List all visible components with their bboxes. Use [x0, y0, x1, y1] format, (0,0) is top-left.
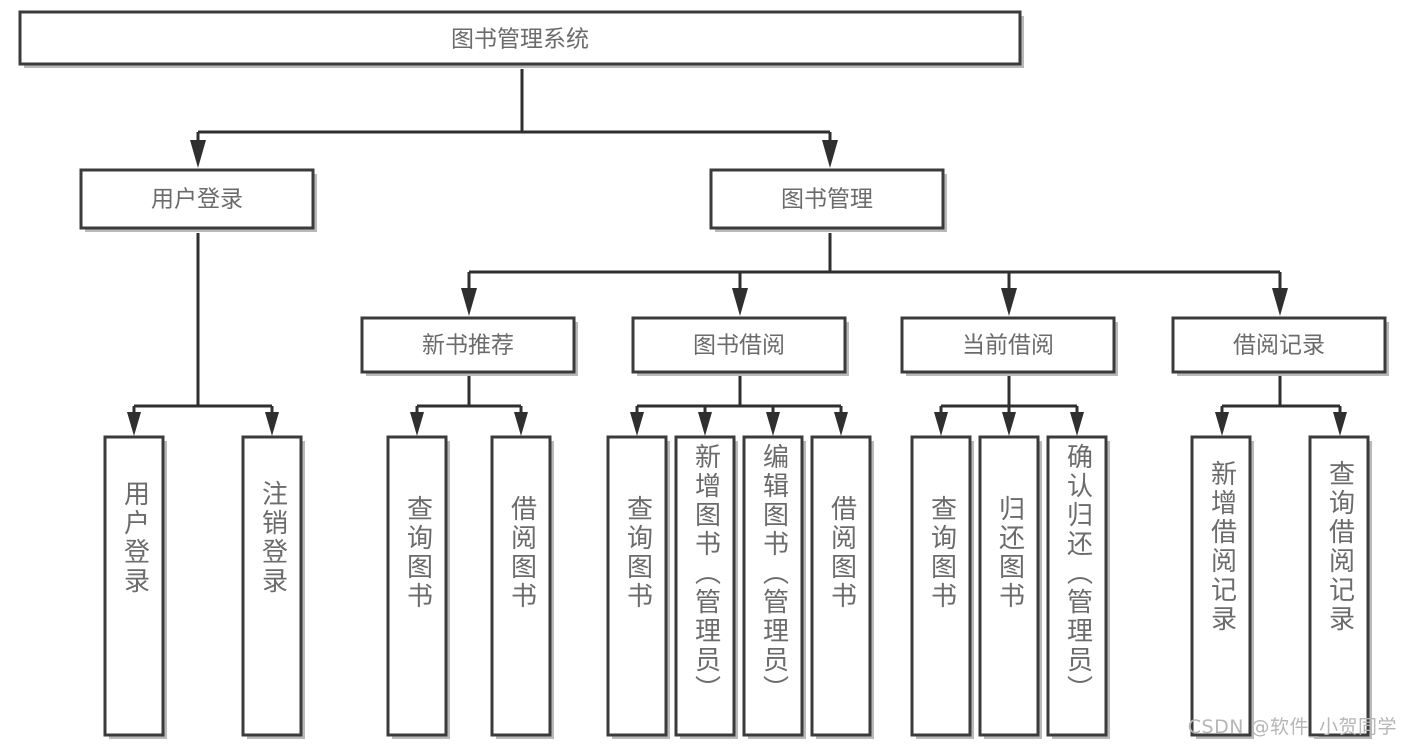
arrowhead-to-book-manage — [822, 140, 838, 168]
root-node-box[interactable] — [18, 10, 1022, 66]
csdn-watermark: CSDN @软件_小贺同学 — [1187, 716, 1397, 738]
leaf-box-current-borrow-3[interactable] — [1046, 435, 1108, 737]
node-label-book-manage: 图书管理 — [781, 187, 873, 213]
arrowhead-leaf-ul-2 — [265, 412, 279, 436]
node-box-new-book[interactable] — [360, 316, 576, 374]
connector-group-user-login — [127, 233, 279, 436]
arrowhead-leaf-cb-2 — [1002, 412, 1016, 436]
leaf-box-borrow-records-2[interactable] — [1308, 435, 1370, 737]
arrowhead-leaf-bb-3 — [766, 412, 780, 436]
node-box-user-login[interactable] — [79, 168, 315, 230]
node-label-user-login: 用户登录 — [151, 187, 243, 213]
leaf-box-book-borrow-1[interactable] — [606, 435, 668, 737]
arrowhead-to-borrow-records — [1272, 288, 1288, 316]
node-label-book-borrow: 图书借阅 — [693, 333, 785, 359]
arrowhead-leaf-nb-1 — [410, 412, 424, 436]
root-node-label: 图书管理系统 — [451, 27, 589, 53]
arrowhead-to-new-book — [461, 288, 477, 316]
arrowhead-leaf-ul-1 — [127, 412, 141, 436]
arrowhead-leaf-cb-1 — [934, 412, 948, 436]
leaf-box-user-login-2[interactable] — [241, 435, 303, 737]
connector-group-current-borrow — [934, 376, 1084, 436]
leaf-box-current-borrow-1[interactable] — [910, 435, 972, 737]
leaf-box-current-borrow-2[interactable] — [978, 435, 1040, 737]
arrowhead-leaf-cb-3 — [1070, 412, 1084, 436]
node-label-current-borrow: 当前借阅 — [962, 333, 1054, 359]
leaf-box-book-borrow-2[interactable] — [674, 435, 736, 737]
node-box-borrow-records[interactable] — [1171, 316, 1387, 374]
node-box-current-borrow[interactable] — [900, 316, 1116, 374]
connector-group-book-borrow — [630, 376, 848, 436]
arrowhead-to-current-borrow — [1001, 288, 1017, 316]
leaf-box-book-borrow-4[interactable] — [810, 435, 872, 737]
arrowhead-leaf-nb-2 — [514, 412, 528, 436]
arrowhead-leaf-bb-2 — [698, 412, 712, 436]
arrowhead-leaf-br-2 — [1333, 412, 1347, 436]
leaf-box-new-book-1[interactable] — [386, 435, 448, 737]
connector-group-borrow-records — [1215, 376, 1347, 436]
node-label-new-book: 新书推荐 — [422, 333, 514, 359]
leaf-box-user-login-1[interactable] — [103, 435, 165, 737]
node-label-borrow-records: 借阅记录 — [1233, 333, 1325, 359]
arrowhead-leaf-br-1 — [1215, 412, 1229, 436]
node-box-book-manage[interactable] — [709, 168, 945, 230]
leaf-box-new-book-2[interactable] — [490, 435, 552, 737]
connector-group-new-book — [410, 376, 528, 436]
connector-group-book-manage — [461, 233, 1288, 316]
arrowhead-to-user-login — [190, 140, 206, 168]
arrowhead-leaf-bb-1 — [630, 412, 644, 436]
arrowhead-to-book-borrow — [732, 288, 748, 316]
leaf-box-book-borrow-3[interactable] — [742, 435, 804, 737]
connector-group-root — [190, 69, 838, 168]
arrowhead-leaf-bb-4 — [834, 412, 848, 436]
leaf-box-borrow-records-1[interactable] — [1190, 435, 1252, 737]
node-box-book-borrow[interactable] — [631, 316, 847, 374]
